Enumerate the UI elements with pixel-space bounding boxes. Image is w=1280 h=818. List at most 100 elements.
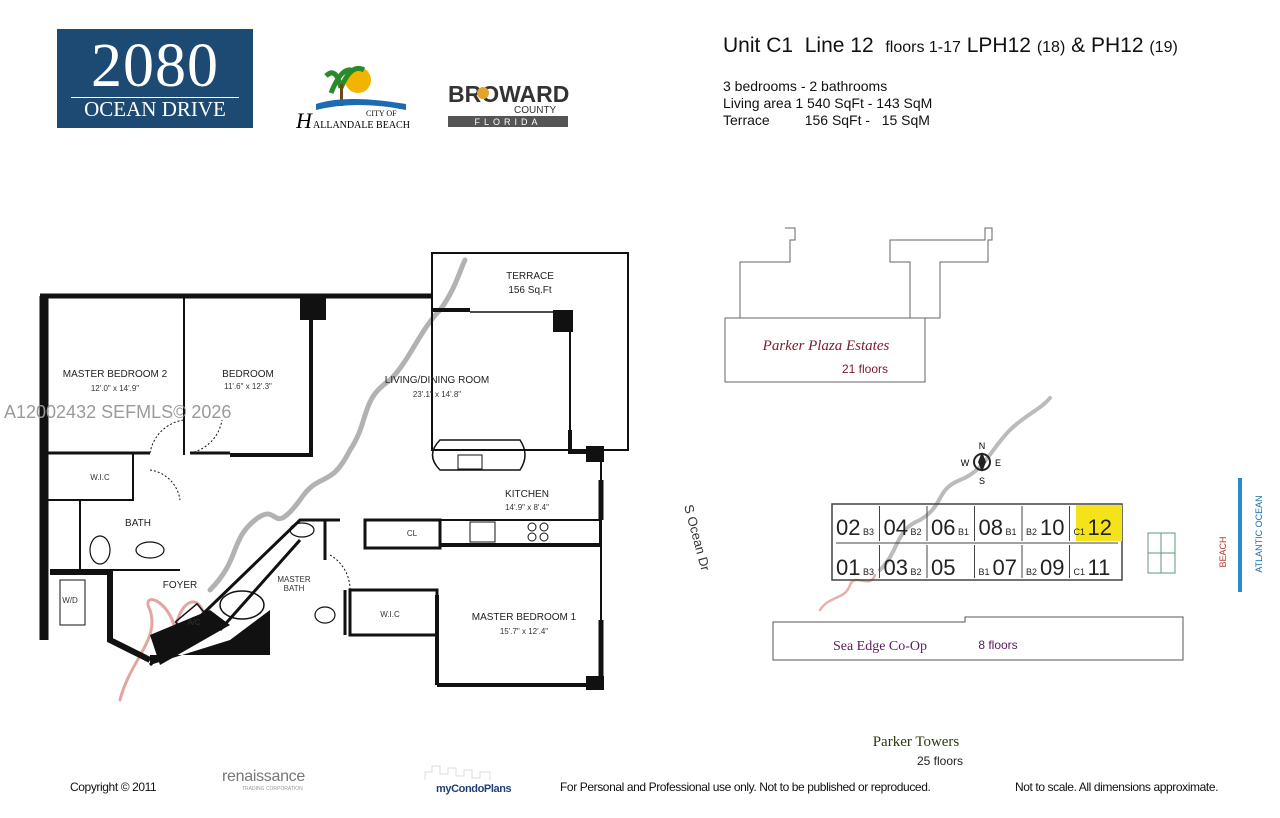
skyline-logo	[424, 765, 491, 780]
unit-type: B2	[911, 527, 922, 537]
unit-type: B2	[911, 567, 922, 577]
kitchen-label: KITCHEN	[505, 489, 549, 500]
parker-plaza-floors: 21 floors	[842, 362, 888, 376]
ph-label: PH12	[1090, 34, 1144, 57]
city-logo-text: ALLANDALE BEACH	[313, 120, 410, 130]
unit-type: B2	[1026, 567, 1037, 577]
parker-plaza-building	[724, 227, 993, 383]
unit-number: 11	[1088, 555, 1111, 580]
svg-text:CITY OF: CITY OF	[366, 109, 397, 118]
unit-number: 01	[836, 555, 860, 580]
renaissance-logo: renaissance TRADING CORPORATION	[222, 768, 332, 792]
logo-number: 2080	[91, 32, 219, 100]
unit-number: 02	[836, 515, 860, 540]
compass-w: W	[961, 458, 970, 468]
unit-heading: Unit C1 Line 12 floors 1-17 LPH12 (18) &…	[723, 34, 1178, 58]
unit-number: 05	[931, 555, 955, 580]
wic-2-label: W.I.C	[90, 473, 110, 482]
unit-label: Unit	[723, 34, 761, 57]
living-room-label: LIVING/DINING ROOM	[385, 375, 489, 386]
unit-number: 04	[884, 515, 908, 540]
amp: &	[1071, 34, 1086, 57]
line-value: 12	[850, 34, 874, 57]
terrace-label: TERRACE	[506, 271, 554, 282]
line-label: Line	[804, 34, 845, 57]
svg-text:BROWARD: BROWARD	[448, 81, 569, 107]
terrace-outline	[431, 252, 629, 451]
unit-type: B3	[863, 567, 874, 577]
scale-notice: Not to scale. All dimensions approximate…	[1015, 780, 1219, 794]
lph-label: LPH12	[966, 34, 1031, 57]
unit-type: B3	[863, 527, 874, 537]
site-plan: Parker Plaza Estates 21 floors N S E W 0…	[681, 227, 1264, 768]
washer-dryer-label: W/D	[62, 596, 78, 605]
unit-type: B1	[1006, 527, 1017, 537]
master-bedroom-1-label: MASTER BEDROOM 1	[472, 612, 577, 623]
unit-number: 10	[1040, 515, 1064, 540]
compass-e: E	[995, 458, 1001, 468]
master-bedroom-2-dim: 12'.0" x 14'.9"	[91, 384, 139, 393]
bedroom-label: BEDROOM	[222, 369, 274, 380]
closet-label: CL	[407, 529, 418, 538]
unit-number: 07	[993, 555, 1017, 580]
unit-type: C1	[1074, 567, 1086, 577]
spec-rooms: 3 bedrooms - 2 bathrooms	[723, 78, 888, 94]
svg-text:H: H	[296, 108, 313, 130]
unit-number: 08	[979, 515, 1003, 540]
sea-edge-label: Sea Edge Co-Op	[833, 639, 927, 654]
mycondoplans-logo: myCondoPlans	[436, 783, 512, 795]
logo-2080-ocean-drive: 2080 OCEAN DRIVE	[57, 29, 253, 128]
sea-edge-building	[772, 616, 1184, 661]
city-of-hallandale-logo: CITY OF H ALLANDALE BEACH	[296, 66, 410, 130]
unit-type: B2	[1026, 527, 1037, 537]
master-bath-label: MASTER	[277, 575, 311, 584]
sea-edge-floors: 8 floors	[978, 638, 1017, 652]
master-bath-label-2: BATH	[284, 584, 305, 593]
beach-label: BEACH	[1218, 536, 1228, 567]
kitchen-dim: 14'.9" x 8'.4"	[505, 503, 549, 512]
compass-n: N	[979, 441, 986, 451]
bath-label: BATH	[125, 518, 151, 529]
parker-plaza-label: Parker Plaza Estates	[762, 338, 890, 354]
lph-floor: (18)	[1036, 39, 1066, 56]
unit-type: C1	[1074, 527, 1086, 537]
master-bedroom-2-label: MASTER BEDROOM 2	[63, 369, 168, 380]
usage-notice: For Personal and Professional use only. …	[560, 780, 931, 794]
unit-value: C1	[766, 34, 794, 57]
copyright: Copyright © 2011	[70, 780, 157, 794]
master-bedroom-1-dim: 15'.7" x 12'.4"	[500, 627, 548, 636]
renaissance-subtext: TRADING CORPORATION	[242, 786, 303, 792]
floor-plan	[39, 252, 629, 690]
foyer-label: FOYER	[163, 580, 197, 591]
kitchen-island	[431, 439, 526, 471]
terrace-dim: 156 Sq.Ft	[508, 285, 552, 296]
mls-watermark: A12002432 SEFMLS© 2026	[4, 402, 232, 422]
bedroom-dim: 11'.6" x 12'.3"	[224, 382, 272, 391]
parker-towers-label: Parker Towers	[873, 734, 960, 750]
ph-floor: (19)	[1149, 39, 1178, 56]
unit-number: 06	[931, 515, 955, 540]
unit-cell-05: 05	[931, 555, 955, 580]
floors-text: floors 1-17	[885, 39, 961, 56]
logo-street: OCEAN DRIVE	[71, 97, 239, 120]
ac-label: A/C	[187, 618, 201, 627]
compass-s: S	[979, 476, 985, 486]
broward-county-logo: BROWARD COUNTY FLORIDA	[448, 81, 569, 127]
compass-icon: N S E W	[961, 441, 1001, 486]
svg-text:COUNTY: COUNTY	[514, 105, 557, 116]
unit-number: 12	[1088, 515, 1112, 540]
spec-terrace: Terrace 156 SqFt - 15 SqM	[723, 112, 930, 128]
renaissance-text: renaissance	[222, 768, 305, 785]
living-room-dim: 23'.1" x 14'.8"	[413, 390, 461, 399]
mycondoplans-watermark	[118, 257, 1052, 702]
